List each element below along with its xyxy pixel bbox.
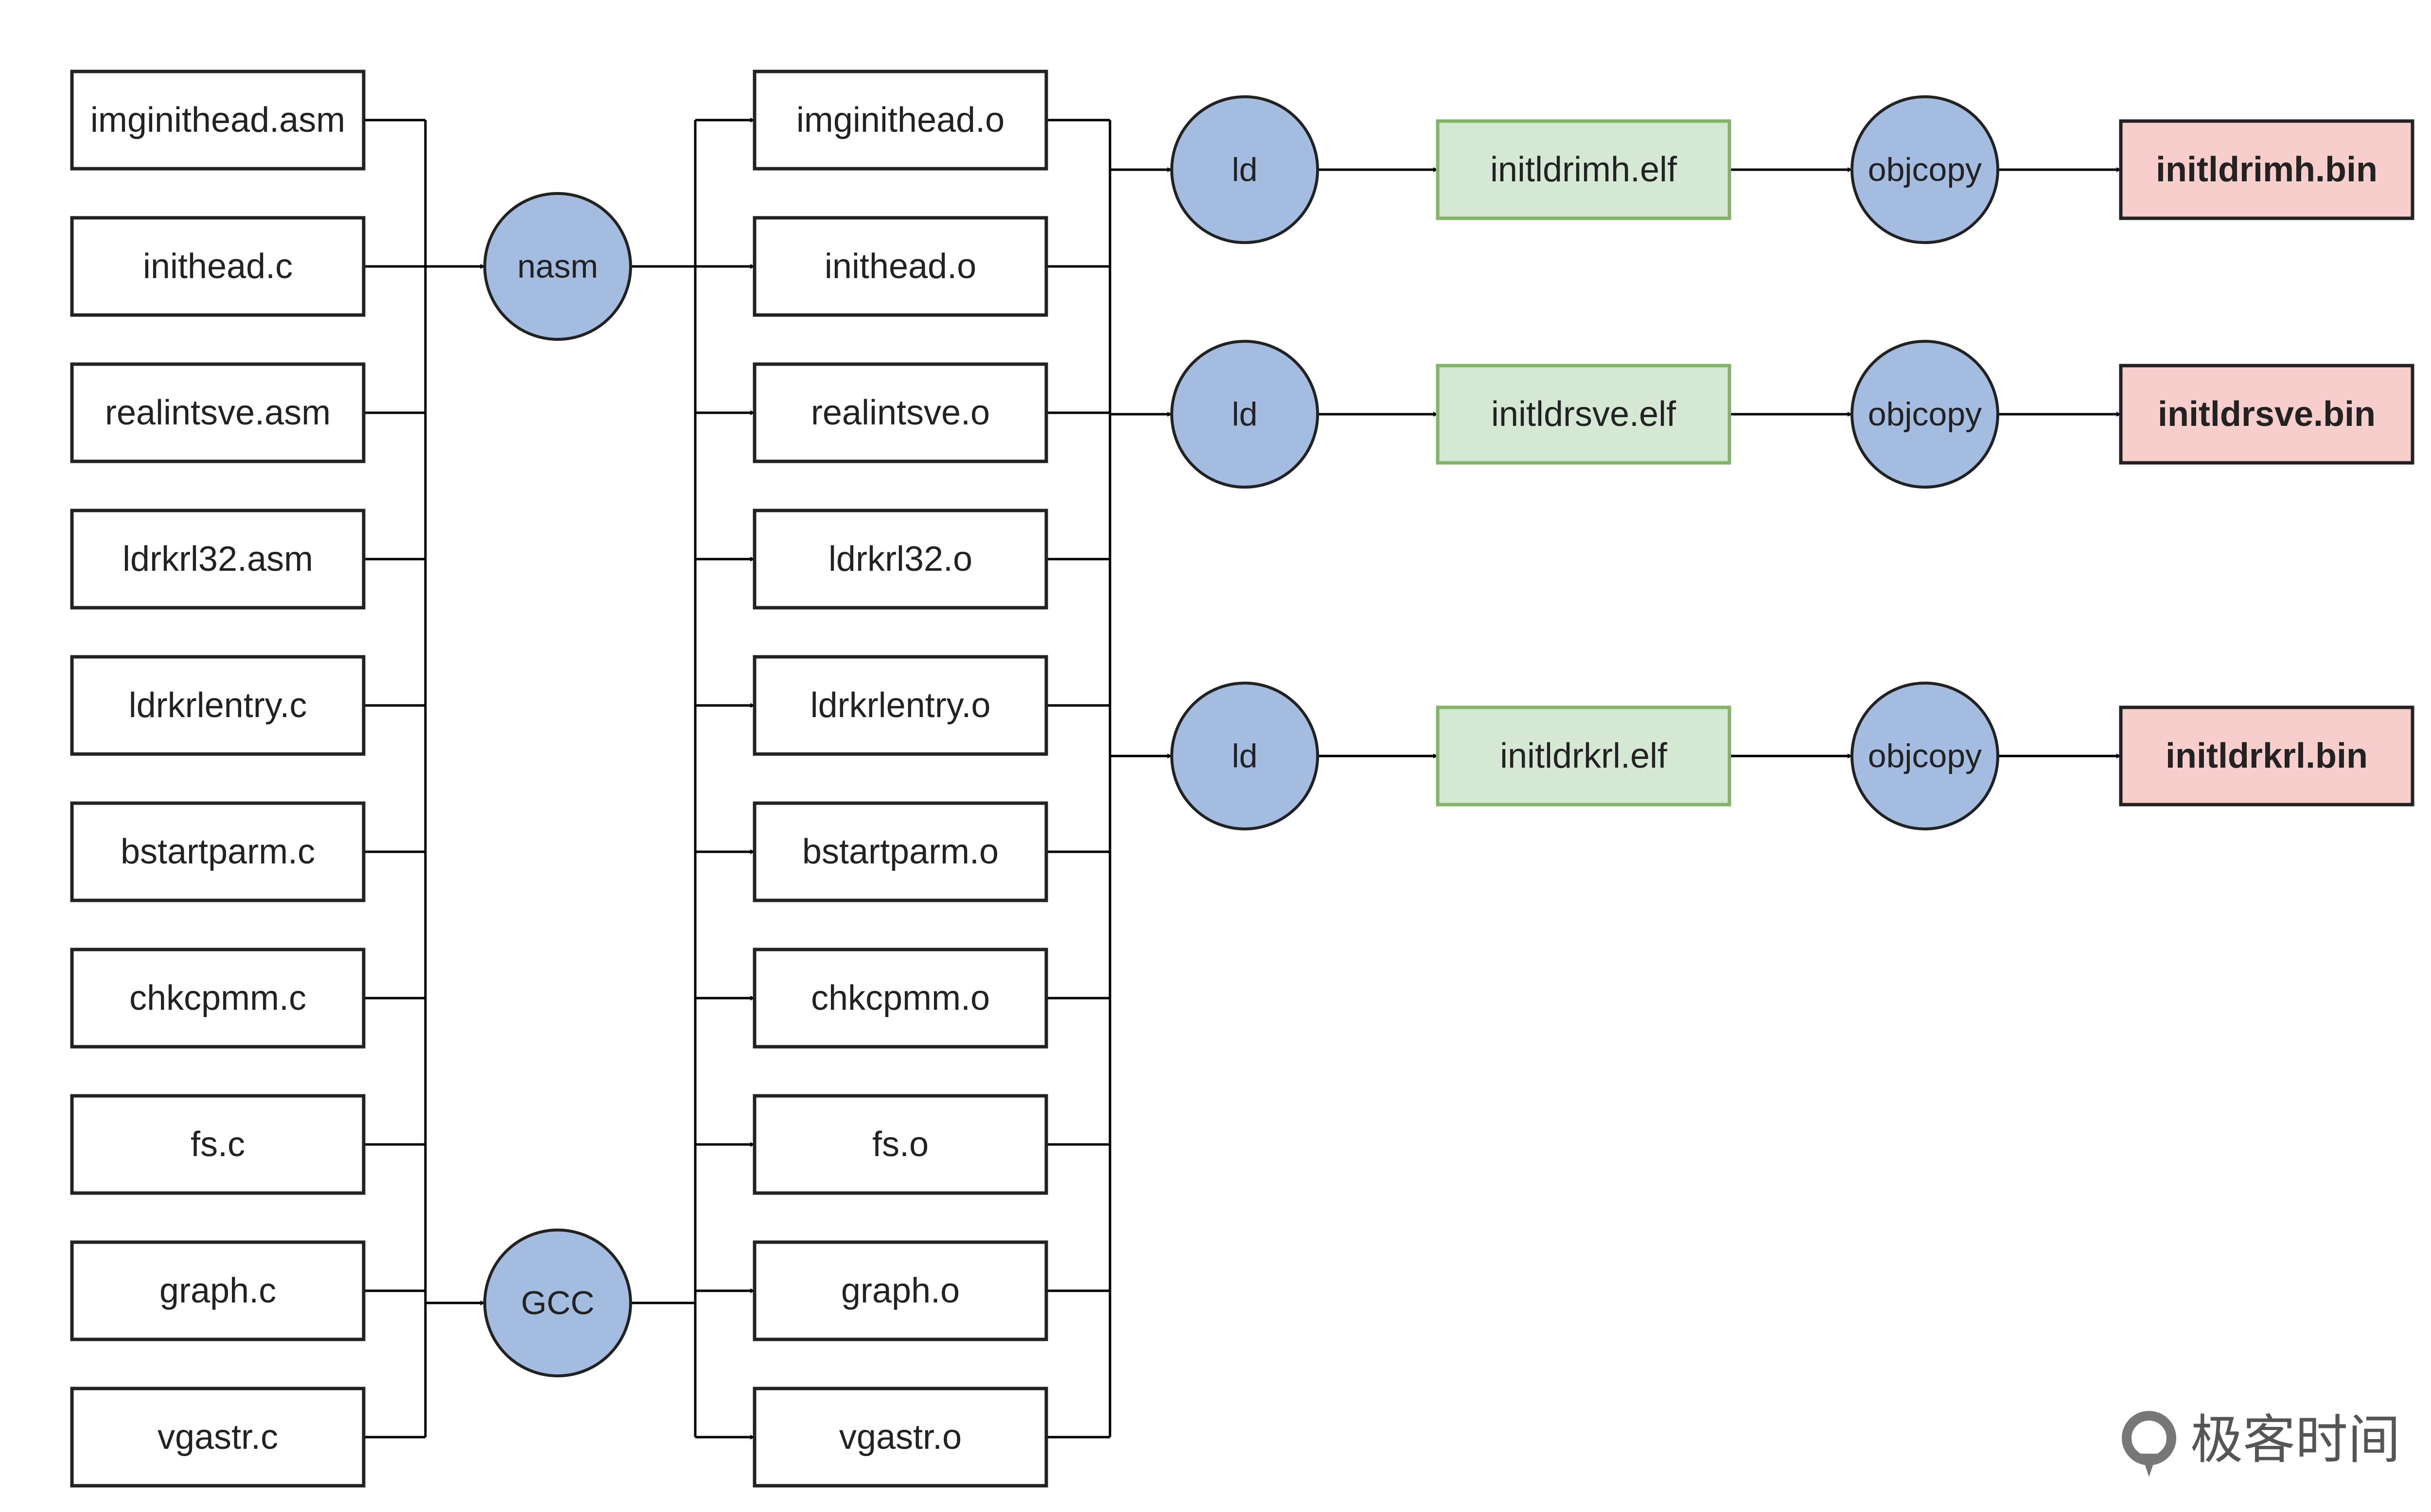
pipeline-initldrkrl: ld initldrkrl.elf objcopy initldrkrl.bin: [1170, 682, 2414, 830]
elf-box-initldrsve: initldrsve.elf: [1436, 364, 1731, 465]
object-box-ldrkrlentry-o: ldrkrlentry.o: [753, 655, 1048, 756]
object-label: inithead.o: [825, 247, 976, 286]
linker-label: ld: [1232, 151, 1258, 188]
object-box-realintsve-o: realintsve.o: [753, 362, 1048, 463]
source-box-vgastr-c: vgastr.c: [70, 1387, 366, 1488]
object-label: ldrkrlentry.o: [810, 686, 991, 725]
source-label: chkcpmm.c: [129, 979, 306, 1018]
object-label: ldrkrl32.o: [828, 540, 972, 579]
linker-ld-node: ld: [1170, 682, 1319, 830]
linker-ld-node: ld: [1170, 340, 1319, 489]
objcopy-node: objcopy: [1850, 682, 1999, 830]
bin-label: initldrimh.bin: [2156, 150, 2378, 189]
source-box-inithead-c: inithead.c: [70, 216, 366, 317]
source-box-graph-c: graph.c: [70, 1240, 366, 1341]
source-label: ldrkrl32.asm: [123, 540, 313, 579]
object-label: realintsve.o: [811, 393, 990, 432]
elf-label: initldrkrl.elf: [1500, 737, 1668, 775]
source-file-column: imginithead.asm inithead.c realintsve.as…: [70, 70, 366, 1488]
object-label: vgastr.o: [839, 1418, 962, 1457]
pipeline-initldrsve: ld initldrsve.elf objcopy initldrsve.bin: [1170, 340, 2414, 489]
object-label: chkcpmm.o: [811, 979, 990, 1018]
bin-label: initldrsve.bin: [2158, 395, 2376, 434]
source-label: graph.c: [159, 1271, 276, 1310]
source-label: realintsve.asm: [105, 393, 331, 432]
source-box-ldrkrlentry-c: ldrkrlentry.c: [70, 655, 366, 756]
object-box-inithead-o: inithead.o: [753, 216, 1048, 317]
linker-ld-node: ld: [1170, 95, 1319, 244]
elf-box-initldrkrl: initldrkrl.elf: [1436, 705, 1731, 807]
source-box-fs-c: fs.c: [70, 1094, 366, 1195]
linker-label: ld: [1232, 738, 1258, 774]
objcopy-label: objcopy: [1868, 396, 1982, 433]
object-box-ldrkrl32-o: ldrkrl32.o: [753, 509, 1048, 610]
object-box-fs-o: fs.o: [753, 1094, 1048, 1195]
source-label: ldrkrlentry.c: [129, 686, 307, 725]
source-label: vgastr.c: [158, 1418, 278, 1457]
objcopy-label: objcopy: [1868, 738, 1982, 774]
source-label: inithead.c: [143, 247, 293, 286]
linker-label: ld: [1232, 396, 1258, 433]
object-box-imginithead-o: imginithead.o: [753, 70, 1048, 171]
source-label: imginithead.asm: [90, 101, 345, 140]
object-label: fs.o: [872, 1125, 929, 1164]
bin-box-initldrkrl: initldrkrl.bin: [2119, 705, 2414, 807]
source-label: fs.c: [191, 1125, 245, 1164]
brand-name: 极客时间: [2190, 1410, 2400, 1471]
object-box-bstartparm-o: bstartparm.o: [753, 801, 1048, 902]
source-box-bstartparm-c: bstartparm.c: [70, 801, 366, 902]
compiler-gcc-node: GCC: [483, 1229, 632, 1377]
object-label: graph.o: [841, 1271, 960, 1310]
objcopy-node: objcopy: [1850, 340, 1999, 489]
object-box-vgastr-o: vgastr.o: [753, 1387, 1048, 1488]
source-label: bstartparm.c: [121, 832, 315, 871]
pipeline-initldrimh: ld initldrimh.elf objcopy initldrimh.bin: [1170, 95, 2414, 244]
elf-label: initldrimh.elf: [1490, 150, 1677, 189]
source-box-chkcpmm-c: chkcpmm.c: [70, 948, 366, 1049]
object-box-graph-o: graph.o: [753, 1240, 1048, 1341]
objcopy-label: objcopy: [1868, 151, 1982, 188]
compiler-label: nasm: [517, 248, 598, 285]
object-label: imginithead.o: [796, 101, 1004, 140]
objcopy-node: objcopy: [1850, 95, 1999, 244]
elf-label: initldrsve.elf: [1491, 395, 1676, 434]
object-file-column: imginithead.o inithead.o realintsve.o ld…: [753, 70, 1048, 1488]
compiler-label: GCC: [521, 1284, 594, 1321]
bin-box-initldrsve: initldrsve.bin: [2119, 364, 2414, 465]
source-box-ldrkrl32-asm: ldrkrl32.asm: [70, 509, 366, 610]
compiler-nasm-node: nasm: [483, 192, 632, 341]
source-box-realintsve-asm: realintsve.asm: [70, 362, 366, 463]
object-box-chkcpmm-o: chkcpmm.o: [753, 948, 1048, 1049]
bin-box-initldrimh: initldrimh.bin: [2119, 119, 2414, 220]
geektime-logo-icon: [2122, 1411, 2176, 1477]
bin-label: initldrkrl.bin: [2166, 737, 2368, 775]
elf-box-initldrimh: initldrimh.elf: [1436, 119, 1731, 220]
source-box-imginithead-asm: imginithead.asm: [70, 70, 366, 171]
connector-lines: [364, 118, 2121, 1440]
object-label: bstartparm.o: [802, 832, 999, 871]
brand-watermark: 极客时间: [2122, 1410, 2400, 1477]
